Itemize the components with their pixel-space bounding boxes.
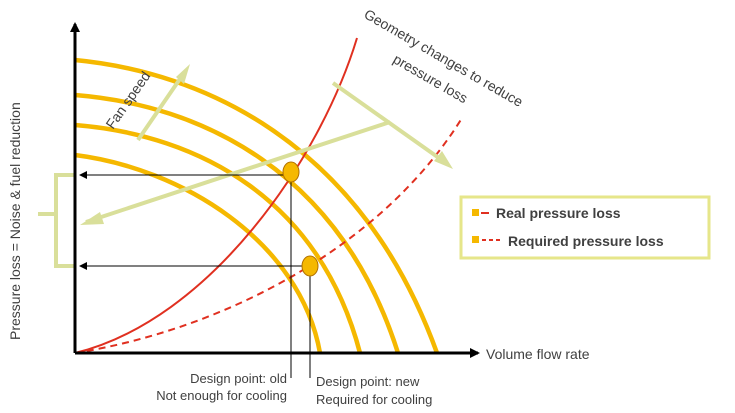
legend-label-required: Required pressure loss bbox=[508, 233, 664, 249]
geometry-arrows bbox=[80, 81, 453, 225]
fan-curve-3 bbox=[74, 122, 363, 354]
y-axis-brace bbox=[38, 173, 75, 268]
design-new-label-line2: Required for cooling bbox=[316, 392, 432, 407]
design-old-label-line1: Design point: old bbox=[190, 371, 287, 386]
design-point-new bbox=[301, 255, 319, 277]
fan-curve-1 bbox=[74, 57, 440, 354]
legend-box bbox=[459, 195, 711, 260]
design-old-label-line2: Not enough for cooling bbox=[156, 388, 287, 403]
legend-marker-real bbox=[472, 209, 479, 216]
legend-item-real: Real pressure loss bbox=[472, 205, 621, 221]
fan-curves bbox=[74, 57, 440, 354]
legend-label-real: Real pressure loss bbox=[496, 205, 621, 221]
fan-curve-2 bbox=[74, 92, 401, 354]
required-pressure-loss-curve bbox=[74, 117, 463, 354]
design-point-old bbox=[282, 161, 300, 183]
x-axis-label: Volume flow rate bbox=[486, 346, 590, 362]
real-pressure-loss-curve bbox=[74, 37, 358, 354]
fan-speed-arrow bbox=[136, 64, 190, 142]
y-axis-label: Pressure loss = Noise & fuel reduction bbox=[7, 102, 23, 340]
legend: Real pressure loss Required pressure los… bbox=[459, 195, 711, 260]
legend-marker-required bbox=[472, 236, 479, 243]
legend-item-required: Required pressure loss bbox=[472, 233, 664, 249]
fan-curve-4 bbox=[74, 152, 323, 354]
design-new-label-line1: Design point: new bbox=[316, 374, 420, 389]
